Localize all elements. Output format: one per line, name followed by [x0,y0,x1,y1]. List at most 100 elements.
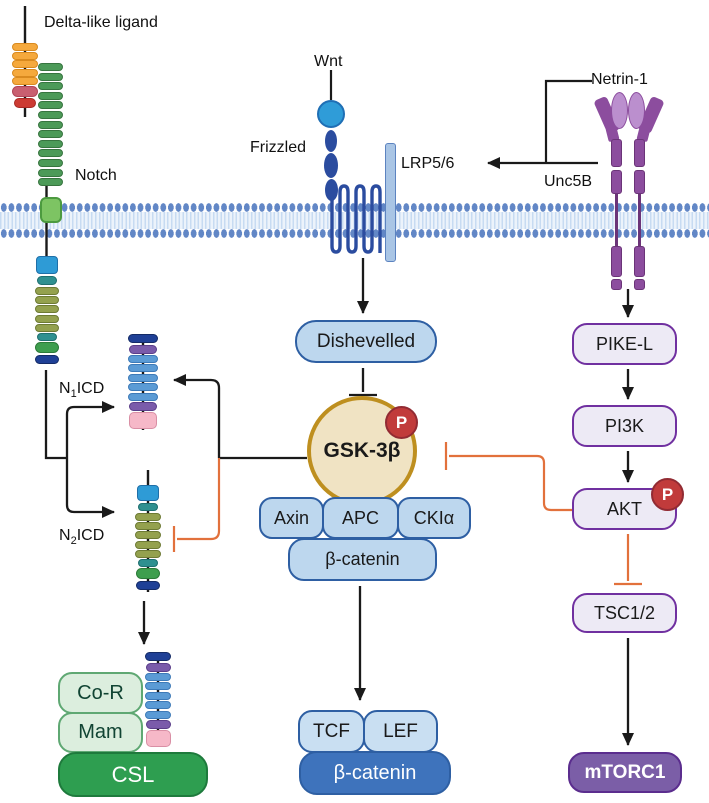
receptor-segment [38,82,63,91]
receptor-segment [12,60,38,69]
bcatenin-complex-node: β-catenin [288,538,437,581]
receptor-segment [38,149,63,158]
receptor-segment [135,540,161,549]
netrin-bracket-line [544,79,592,163]
receptor-segment [38,110,63,119]
receptor-segment [38,91,63,100]
receptor-segment [35,323,59,332]
netrin-ligand-left-lobe [611,92,628,129]
receptor-segment [137,485,159,501]
receptor-segment [145,719,171,729]
receptor-segment [35,314,59,323]
frizzled-serpentine-structure [330,184,382,254]
receptor-segment [35,305,59,314]
receptor-segment [128,334,158,343]
n1icd-structure [128,334,158,430]
receptor-segment [135,513,161,521]
notch-extracellular-structure [38,63,63,188]
inhibit-gsk-n2icd [172,458,221,552]
unc5b-label: Unc5B [544,173,593,190]
tsc-node: TSC1/2 [572,593,677,633]
unc5b-left-tm-line [615,194,618,246]
n2icd-structure [135,485,161,591]
unc5b-left-seg3 [611,246,622,277]
receptor-segment [129,401,157,411]
receptor-segment [136,568,160,580]
receptor-segment [135,549,161,558]
frizzled-domain-1 [325,130,337,152]
receptor-segment [145,652,171,661]
receptor-segment [36,256,58,274]
receptor-segment [38,72,63,81]
pikel-node: PIKE-L [572,323,677,365]
receptor-segment [38,139,63,148]
receptor-segment [37,332,57,341]
receptor-segment [38,168,63,177]
receptor-segment [129,344,157,354]
lef-node: LEF [363,710,438,753]
bcatenin-nuclear-node: β-catenin [299,751,451,795]
ckia-node: CKIα [397,497,471,539]
mtorc1-node: mTORC1 [568,752,682,793]
akt-phospho-badge: P [651,478,684,511]
receptor-segment [145,662,171,672]
receptor-segment [12,51,38,60]
frizzled-domain-3 [325,179,338,201]
unc5b-right-tm-line [638,194,641,246]
delta-like-ligand-structure [12,43,38,110]
receptor-segment [38,120,63,129]
cor-node: Co-R [58,672,143,714]
unc5b-left-seg4 [611,279,622,290]
unc5b-right-seg2 [634,170,645,194]
receptor-segment [35,287,59,295]
receptor-segment [145,701,171,710]
receptor-segment [38,158,63,167]
wnt-ligand-icon [317,100,345,128]
inhibit-akt-tsc [614,534,642,586]
receptor-segment [38,178,63,187]
receptor-segment [135,531,161,540]
notch-cleavage-line [44,370,66,460]
receptor-segment [145,730,171,748]
notch-label: Notch [75,167,117,184]
receptor-segment [128,364,158,373]
arrow-gsk-n1icd [173,374,221,458]
receptor-segment [35,296,59,305]
n1icd-label: N1ICD [59,380,105,401]
receptor-segment [128,355,158,363]
receptor-segment [35,354,59,364]
notch-transmembrane-segment [40,197,62,223]
gsk3b-phospho-badge: P [385,406,418,439]
receptor-segment [129,412,157,430]
unc5b-left-seg1 [611,139,622,167]
receptor-segment [38,101,63,110]
receptor-segment [38,63,63,71]
inhibit-akt-gsk [444,442,573,512]
csl-node: CSL [58,752,208,797]
dishevelled-node: Dishevelled [295,320,437,363]
unc5b-right-seg3 [634,246,645,277]
lrp5-6-receptor-bar [385,143,396,262]
tcf-node: TCF [298,710,365,753]
axin-node: Axin [259,497,324,539]
mam-node: Mam [58,712,143,753]
receptor-segment [35,342,59,354]
frizzled-label: Frizzled [250,139,307,156]
unc5b-right-seg1 [634,139,645,167]
arrow-notch-n2icd [65,459,115,518]
receptor-segment [38,130,63,139]
receptor-segment [128,373,158,382]
apc-node: APC [322,497,399,539]
receptor-segment [128,383,158,392]
inhibit-dishevelled-gsk [349,368,377,397]
unc5b-left-seg2 [611,170,622,194]
gsk3b-node: GSK-3β [307,396,417,506]
receptor-segment [138,558,158,567]
receptor-segment [145,710,171,719]
csl-bound-nicd-structure [145,652,171,748]
receptor-segment [12,68,38,77]
receptor-segment [12,77,38,86]
receptor-segment [145,673,171,681]
pi3k-node: PI3K [572,405,677,447]
